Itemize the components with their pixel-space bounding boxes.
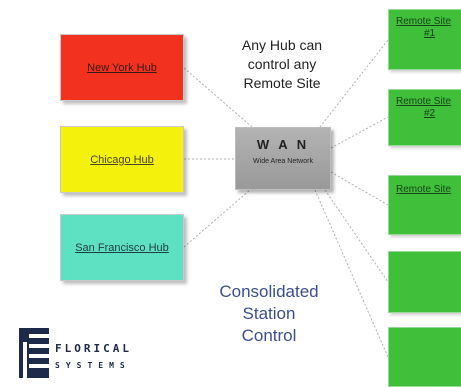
florical-logo-icon: [19, 328, 49, 378]
connector-ny-wan: [183, 67, 253, 128]
hub-chicago: Chicago Hub: [60, 126, 184, 193]
connector-wan-site-4: [324, 189, 389, 283]
connector-sf-wan: [183, 189, 251, 248]
remote-site-2: Remote Site #2: [388, 89, 461, 146]
remote-site-3-label: Remote Site: [396, 184, 452, 195]
remote-site-1: Remote Site #1: [388, 9, 461, 70]
remote-site-4: [388, 251, 461, 313]
note-line-1: Any Hub can: [241, 37, 323, 53]
remote-site-5: [388, 327, 461, 387]
remote-site-1-number: #1: [424, 28, 436, 39]
connector-wan-site-3: [330, 171, 389, 206]
remote-site-2-number: #2: [424, 108, 436, 119]
hub-control-note: Any Hub can control any Remote Site: [212, 36, 352, 93]
hub-san-francisco-label: San Francisco Hub: [75, 241, 169, 254]
caption-line-2: Station: [242, 304, 296, 323]
logo-tagline: SYSTEMS: [55, 361, 131, 370]
remote-site-1-label: Remote Site: [396, 16, 452, 27]
hub-new-york-label: New York Hub: [87, 61, 157, 74]
hub-chicago-label: Chicago Hub: [90, 153, 154, 166]
hub-san-francisco: San Francisco Hub: [60, 214, 184, 281]
note-line-3: Remote Site: [243, 75, 321, 91]
wan-title: W A N: [256, 137, 310, 152]
wan-node: W A N Wide Area Network: [235, 127, 331, 190]
remote-site-3: Remote Site: [388, 175, 461, 235]
logo-wordmark: FLORICAL: [55, 342, 132, 355]
wan-subtitle: Wide Area Network: [253, 158, 313, 165]
diagram-caption: Consolidated Station Control: [196, 281, 342, 347]
connector-wan-site-2: [330, 116, 389, 149]
hub-new-york: New York Hub: [60, 34, 184, 101]
note-line-2: control any: [247, 56, 317, 72]
caption-line-1: Consolidated: [219, 282, 319, 301]
caption-line-3: Control: [241, 326, 297, 345]
connector-wan-site-1: [319, 39, 389, 128]
remote-site-2-label: Remote Site: [396, 96, 452, 107]
